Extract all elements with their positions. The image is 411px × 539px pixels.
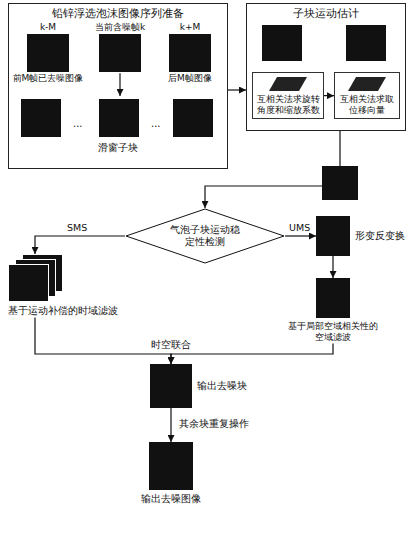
node-label: 当前含噪帧k — [95, 22, 145, 33]
node-label: 前M帧已去噪图像 — [13, 73, 84, 84]
node-label: 输出去噪块 — [197, 380, 247, 393]
node-label: k-M — [40, 22, 56, 33]
image-block — [173, 99, 213, 137]
node-label: 后M帧图像 — [168, 73, 212, 84]
annotation-label: 时空联合 — [150, 339, 192, 351]
node-label: 互相关法求旋转角度和缩放系数 — [256, 94, 320, 115]
image-stack: 基于运动补偿的时域滤波 — [8, 254, 142, 318]
decision-diamond: 气泡子块运动稳定性检测 — [125, 208, 285, 264]
frame-image: 当前含噪帧k — [86, 22, 154, 73]
image-block — [27, 34, 69, 72]
group-box: 铅锌浮选泡沫图像序列准备 k-M 前M帧已去噪图像 当前含噪帧k k+M 后M帧图像滑窗子… — [8, 3, 228, 169]
annotation-label: ... — [72, 118, 84, 130]
frame-image: k+M 后M帧图像 — [156, 22, 224, 85]
node-label: 基于局部空域相关性的空域滤波 — [288, 321, 378, 344]
edge-label: SMS — [66, 222, 88, 233]
image-block — [99, 99, 139, 137]
flow-arrow — [285, 235, 316, 236]
image-block — [169, 34, 211, 72]
flow-arrow — [170, 408, 171, 442]
node-label: 输出去噪图像 — [141, 493, 201, 506]
edge-label: 其余块重复操作 — [178, 418, 250, 429]
node-label: 铅锌浮选泡沫图像序列准备 — [52, 7, 184, 20]
node-label: 气泡子块运动稳定性检测 — [166, 224, 244, 248]
flow-arrow — [205, 131, 340, 208]
edge-label: UMS — [288, 222, 311, 233]
transform-shape — [347, 76, 387, 92]
flow-arrow — [35, 236, 125, 254]
image-block — [316, 216, 350, 256]
image-block — [150, 364, 192, 408]
image-block — [21, 99, 61, 137]
node-label: 互相关法求取位移向量 — [338, 94, 396, 115]
process-box: 互相关法求取位移向量 — [334, 72, 400, 119]
transform-shape — [348, 77, 386, 91]
node-label: 子块运动估计 — [293, 7, 359, 20]
image-stack — [8, 254, 64, 302]
image-block — [99, 34, 141, 72]
frame-image: k-M 前M帧已去噪图像 — [12, 22, 84, 85]
image-block: 基于局部空域相关性的空域滤波 — [288, 278, 378, 344]
process-box: 互相关法求旋转角度和缩放系数 — [252, 72, 324, 119]
image-block — [322, 166, 358, 200]
image-block — [9, 265, 49, 302]
image-block: 形变反变换 — [316, 216, 408, 256]
image-block: 输出去噪块 — [150, 364, 262, 408]
subblock-row: 滑窗子块 — [12, 96, 224, 155]
node-label: 形变反变换 — [355, 230, 405, 242]
node-label: k+M — [180, 22, 201, 33]
flow-arrow — [171, 344, 333, 365]
transform-shape — [269, 77, 307, 91]
image-block — [316, 278, 350, 318]
flow-arrow — [332, 256, 333, 278]
image-block — [346, 25, 386, 61]
image-block: 输出去噪图像 — [108, 442, 234, 506]
node-label: 滑窗子块 — [98, 142, 138, 155]
annotation-label: ... — [150, 118, 162, 130]
group-box: 子块运动估计互相关法求旋转角度和缩放系数互相关法求取位移向量 — [246, 3, 406, 131]
flow-arrow — [324, 95, 334, 96]
transform-shape — [268, 76, 308, 92]
decision-outline — [126, 209, 284, 263]
flow-arrow — [228, 89, 246, 90]
image-block — [262, 25, 302, 61]
flow-arrow — [119, 73, 120, 96]
image-block — [149, 442, 193, 490]
node-label: 基于运动补偿的时域滤波 — [8, 305, 118, 318]
